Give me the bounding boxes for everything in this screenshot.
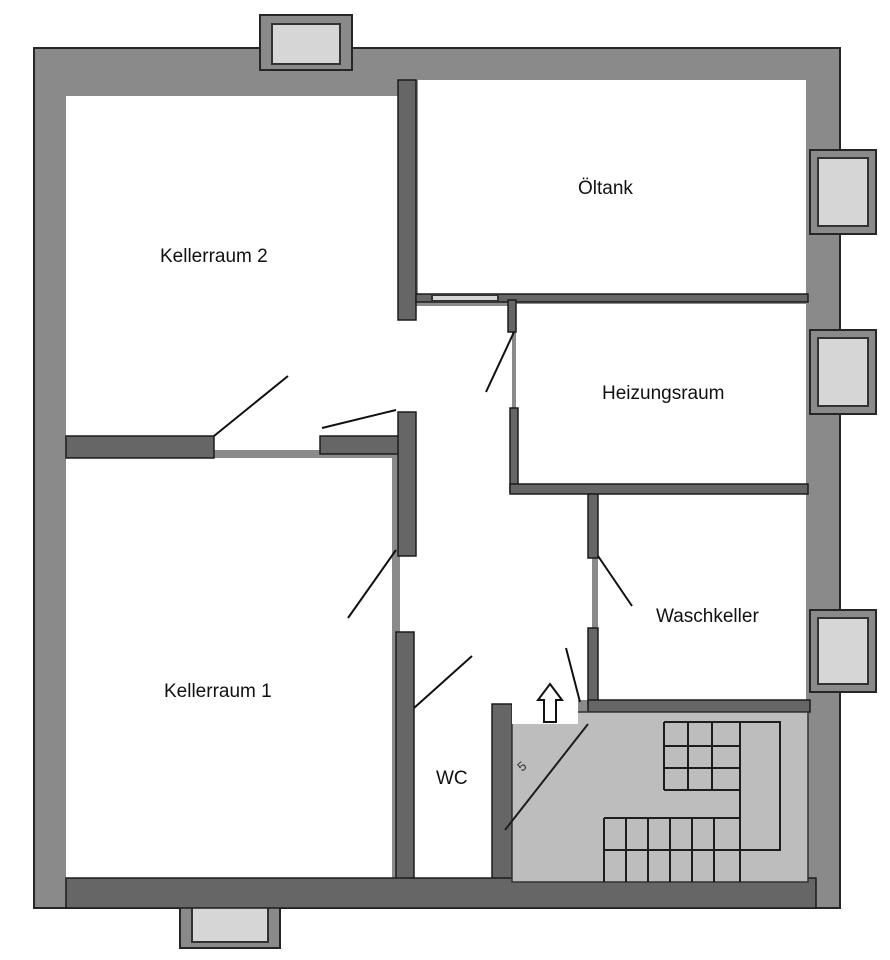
door-swing-icon <box>213 375 289 437</box>
door-swing-icon <box>565 647 581 703</box>
room-label-oeltank: Öltank <box>578 178 633 199</box>
door-swing-icon <box>321 409 397 429</box>
stair-icon: 5 <box>504 700 809 883</box>
room-label-heizungsraum: Heizungsraum <box>602 383 725 404</box>
interior-walls <box>65 79 817 909</box>
window-icon <box>817 617 869 685</box>
entrance-arrow-icon <box>536 682 564 723</box>
door-swing-icon <box>413 655 473 709</box>
door-swings <box>213 331 633 709</box>
window-icon <box>431 294 499 302</box>
room-label-waschkeller: Waschkeller <box>656 606 759 627</box>
room-label-kellerraum-2: Kellerraum 2 <box>160 246 268 267</box>
room-label-kellerraum-1: Kellerraum 1 <box>164 681 272 702</box>
window-icon <box>817 157 869 227</box>
door-swing-icon <box>597 555 633 607</box>
door-swing-icon <box>347 549 397 619</box>
window-icon <box>817 337 869 407</box>
room-label-wc: WC <box>436 768 468 789</box>
door-swing-icon <box>485 331 515 393</box>
window-icon <box>271 23 341 65</box>
